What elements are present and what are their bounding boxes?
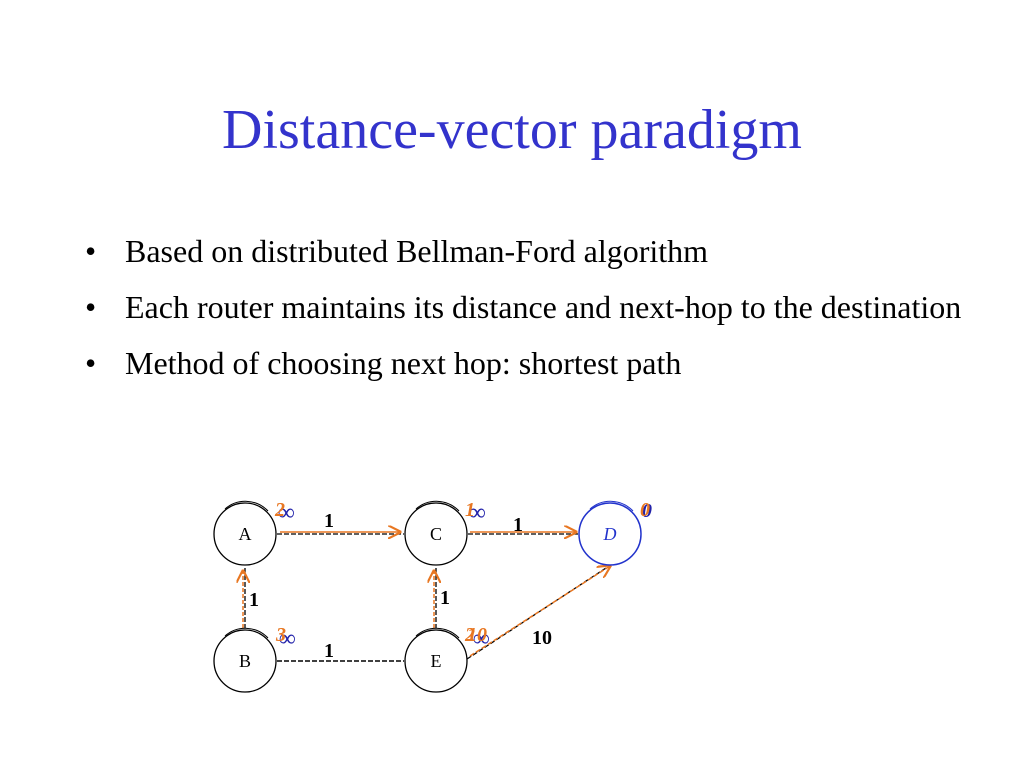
edge-cost-e-d: 10 bbox=[532, 627, 552, 649]
edge-cost-c-e: 1 bbox=[440, 587, 450, 609]
node-a: A bbox=[213, 500, 277, 566]
distance-e-final: 2 bbox=[464, 624, 475, 646]
bullet-item: • Method of choosing next hop: shortest p… bbox=[85, 340, 965, 386]
node-b: B bbox=[213, 627, 277, 693]
node-b-label: B bbox=[239, 651, 251, 671]
distance-c-initial: ∞ bbox=[468, 500, 485, 526]
bullet-text: Method of choosing next hop: shortest pa… bbox=[125, 345, 682, 381]
distance-c-final: 1 bbox=[465, 499, 475, 521]
distance-b-final: 3 bbox=[275, 624, 286, 646]
node-d: D bbox=[578, 500, 642, 566]
edge-cost-a-c: 1 bbox=[324, 510, 334, 532]
bullet-dot-icon: • bbox=[85, 345, 97, 381]
node-c-label: C bbox=[430, 524, 442, 544]
distance-a-initial: ∞ bbox=[277, 500, 294, 526]
distance-d-final: 0 bbox=[640, 499, 650, 521]
distance-a-final: 2 bbox=[274, 499, 285, 521]
node-c: C bbox=[404, 500, 468, 566]
bullet-dot-icon: • bbox=[85, 233, 97, 269]
bullet-dot-icon: • bbox=[85, 289, 97, 325]
bullet-text: Each router maintains its distance and n… bbox=[125, 289, 962, 325]
node-d-label: D bbox=[603, 524, 617, 544]
node-e: E bbox=[404, 627, 468, 693]
edge-cost-c-d: 1 bbox=[513, 514, 523, 536]
distance-b-initial: ∞ bbox=[278, 626, 295, 652]
bullet-item: • Each router maintains its distance and … bbox=[85, 284, 965, 330]
bullet-list: • Based on distributed Bellman-Ford algor… bbox=[85, 228, 965, 396]
distance-e-intermediate: 10 bbox=[467, 624, 487, 646]
edge-cost-b-e: 1 bbox=[324, 640, 334, 662]
node-a-label: A bbox=[239, 524, 252, 544]
slide-title: Distance-vector paradigm bbox=[222, 99, 802, 161]
bullet-item: • Based on distributed Bellman-Ford algor… bbox=[85, 228, 965, 274]
edge-cost-a-b: 1 bbox=[249, 589, 259, 611]
distance-e-initial: ∞ bbox=[472, 626, 489, 652]
node-e-label: E bbox=[431, 651, 442, 671]
distance-d-initial: 0 bbox=[642, 500, 652, 522]
bullet-text: Based on distributed Bellman-Ford algori… bbox=[125, 233, 709, 269]
